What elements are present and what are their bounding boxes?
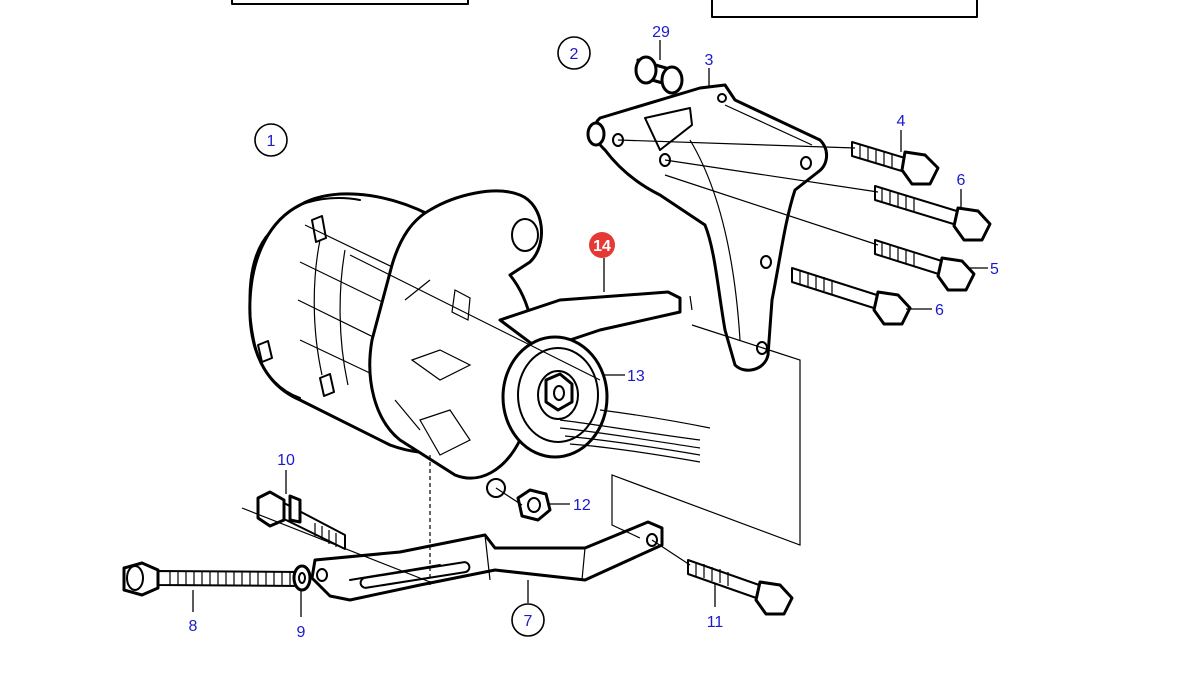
callout-14-label: 14 bbox=[593, 238, 611, 255]
callout-6-lower-label: 6 bbox=[935, 302, 944, 319]
callout-7-label: 7 bbox=[524, 613, 533, 630]
callout-14-highlighted[interactable]: 14 bbox=[589, 232, 615, 292]
callout-10[interactable]: 10 bbox=[277, 452, 295, 494]
bolt-6-lower-drawing bbox=[791, 267, 912, 326]
washer-9-drawing bbox=[292, 564, 312, 592]
callout-2[interactable]: 2 bbox=[557, 36, 591, 70]
callout-11-label: 11 bbox=[707, 614, 724, 631]
callout-7[interactable]: 7 bbox=[511, 580, 545, 637]
callout-8-label: 8 bbox=[189, 618, 198, 635]
callout-29[interactable]: 29 bbox=[652, 24, 670, 60]
assembly-guide-lines bbox=[241, 324, 801, 585]
callout-8[interactable]: 8 bbox=[189, 590, 198, 635]
callout-10-label: 10 bbox=[277, 452, 295, 469]
callout-4[interactable]: 4 bbox=[897, 113, 906, 152]
callout-1[interactable]: 1 bbox=[254, 123, 288, 157]
callout-29-label: 29 bbox=[652, 24, 670, 41]
top-frame-right bbox=[711, 0, 978, 18]
callout-3-label: 3 bbox=[705, 52, 714, 69]
bolt-10-drawing bbox=[256, 490, 346, 550]
adjuster-arm-drawing bbox=[310, 520, 664, 602]
callout-12[interactable]: 12 bbox=[550, 497, 591, 514]
nut-12-drawing bbox=[516, 488, 552, 522]
callout-6-upper-label: 6 bbox=[957, 172, 966, 189]
callout-12-label: 12 bbox=[573, 497, 591, 514]
bolt-8-drawing bbox=[122, 561, 301, 597]
callout-9[interactable]: 9 bbox=[297, 590, 306, 641]
callout-11[interactable]: 11 bbox=[707, 584, 724, 631]
bolt-11-drawing bbox=[687, 559, 794, 616]
callout-6-upper[interactable]: 6 bbox=[957, 172, 966, 208]
callout-5-label: 5 bbox=[990, 261, 999, 278]
callout-1-label: 1 bbox=[267, 133, 276, 150]
mounting-bracket-drawing bbox=[586, 83, 828, 372]
callout-6-lower[interactable]: 6 bbox=[906, 302, 944, 319]
callout-5[interactable]: 5 bbox=[970, 261, 999, 278]
top-frame-left bbox=[231, 0, 469, 5]
spacer-sleeve-drawing bbox=[634, 55, 684, 95]
callout-2-label: 2 bbox=[570, 46, 579, 63]
bolt-4-drawing bbox=[851, 141, 940, 186]
bolt-5-drawing bbox=[874, 239, 976, 292]
callout-9-label: 9 bbox=[297, 624, 306, 641]
callout-4-label: 4 bbox=[897, 113, 906, 130]
bolt-6-upper-drawing bbox=[874, 185, 992, 242]
callout-3[interactable]: 3 bbox=[705, 52, 714, 88]
callout-13[interactable]: 13 bbox=[604, 368, 645, 385]
callout-13-label: 13 bbox=[627, 368, 645, 385]
alternator-drawing bbox=[248, 189, 711, 498]
